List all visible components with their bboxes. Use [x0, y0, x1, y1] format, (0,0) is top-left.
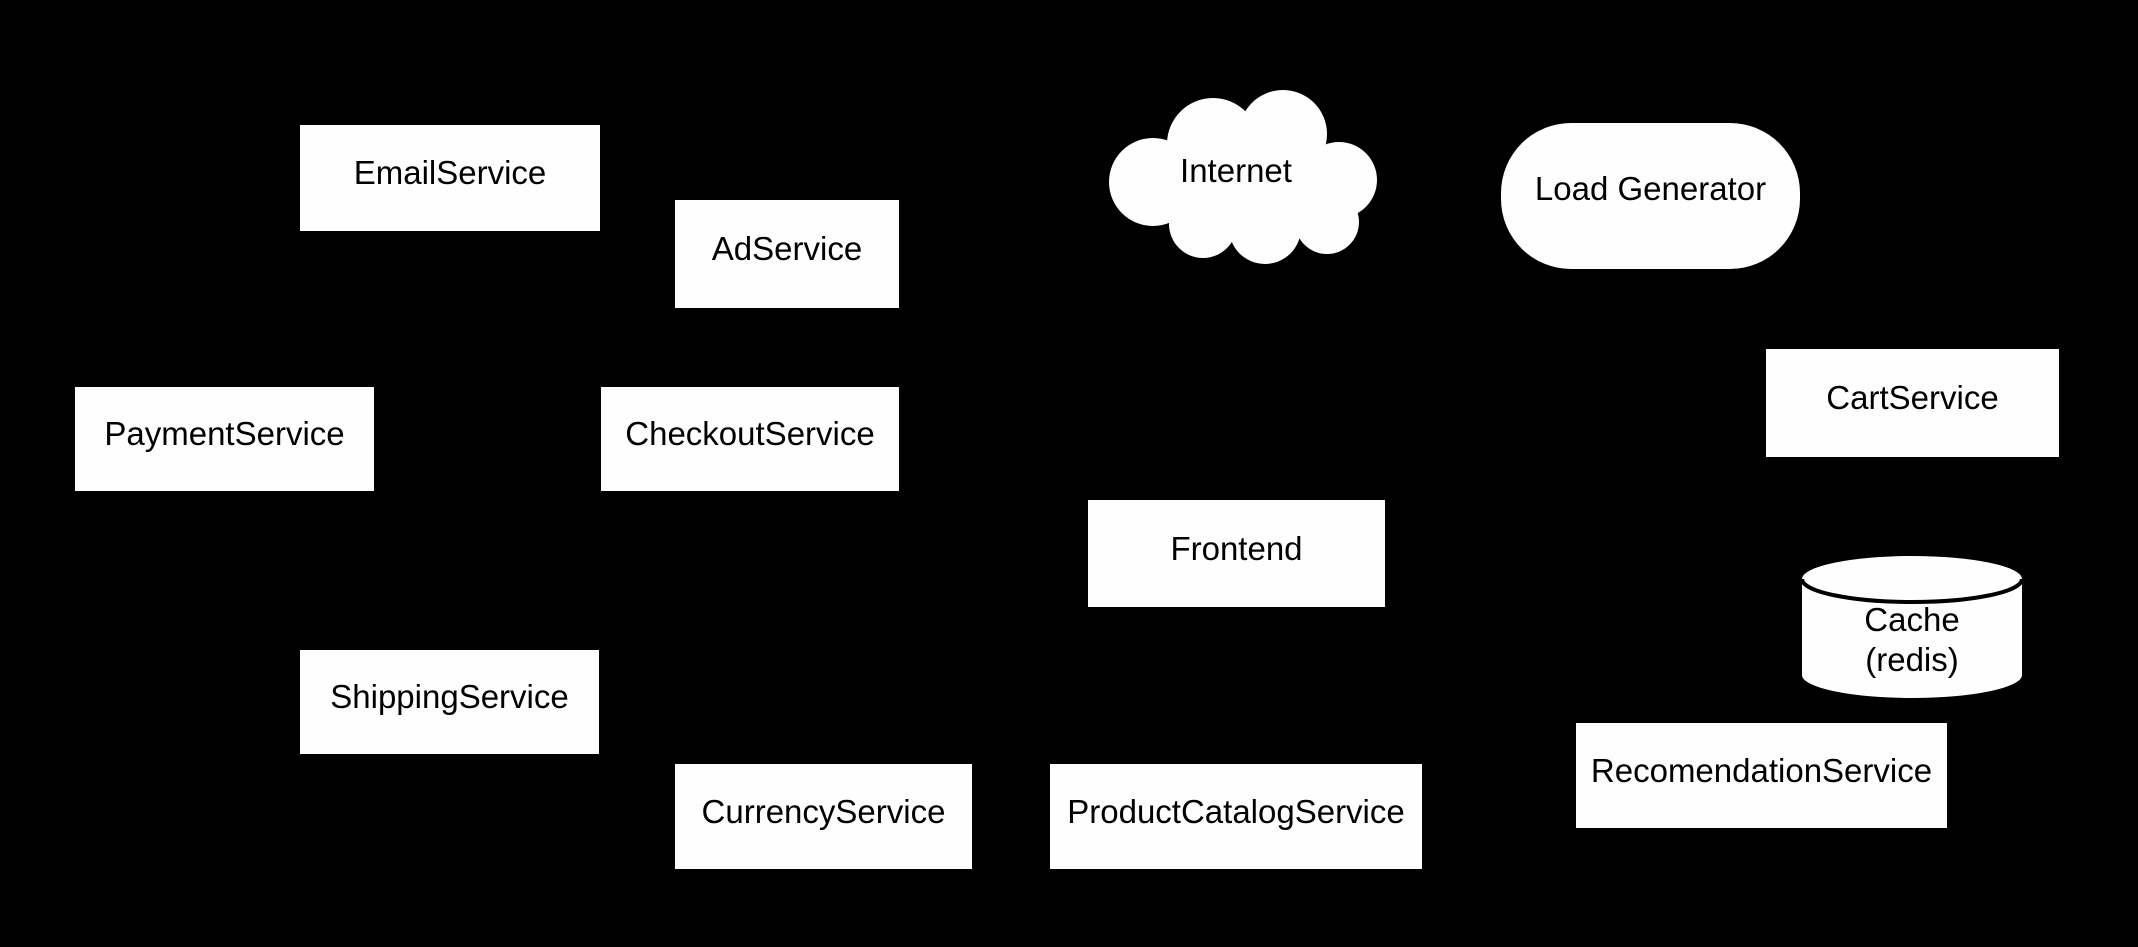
node-label: Load Generator — [1534, 170, 1767, 207]
node-label: CurrencyService — [701, 792, 946, 830]
cloud-icon — [1109, 90, 1377, 264]
node-email-service: EmailService — [300, 125, 600, 231]
node-shipping-service: ShippingService — [300, 650, 599, 754]
node-cart-service: CartService — [1766, 349, 2059, 457]
node-label: Cache (redis) — [1864, 574, 1959, 680]
node-load-generator: Load Generator — [1501, 123, 1800, 269]
node-label: ShippingService — [330, 678, 569, 715]
database-cylinder-icon — [1800, 556, 2024, 698]
node-payment-service: PaymentService — [75, 387, 374, 491]
node-label: CartService — [1826, 379, 1999, 416]
node-label: CheckoutService — [625, 415, 875, 452]
cache-label-line1: Cache — [1864, 601, 1960, 638]
node-frontend: Frontend — [1088, 500, 1385, 607]
node-label: Frontend — [1170, 529, 1303, 567]
node-label: AdService — [711, 230, 863, 267]
node-checkout-service: CheckoutService — [601, 387, 899, 491]
node-product-catalog-service: ProductCatalogService — [1050, 764, 1422, 869]
node-label: Internet — [1180, 152, 1292, 189]
node-ad-service: AdService — [675, 200, 899, 308]
node-label: ProductCatalogService — [1067, 792, 1405, 830]
node-currency-service: CurrencyService — [675, 764, 972, 869]
node-cache-redis: Cache (redis) — [1800, 553, 2024, 701]
node-internet: Internet — [1091, 86, 1381, 270]
node-label: RecomendationService — [1590, 751, 1933, 789]
cache-label-line2: (redis) — [1865, 641, 1959, 678]
node-label: EmailService — [353, 154, 547, 191]
node-label: PaymentService — [104, 415, 345, 452]
node-recomendation-service: RecomendationService — [1576, 723, 1947, 828]
